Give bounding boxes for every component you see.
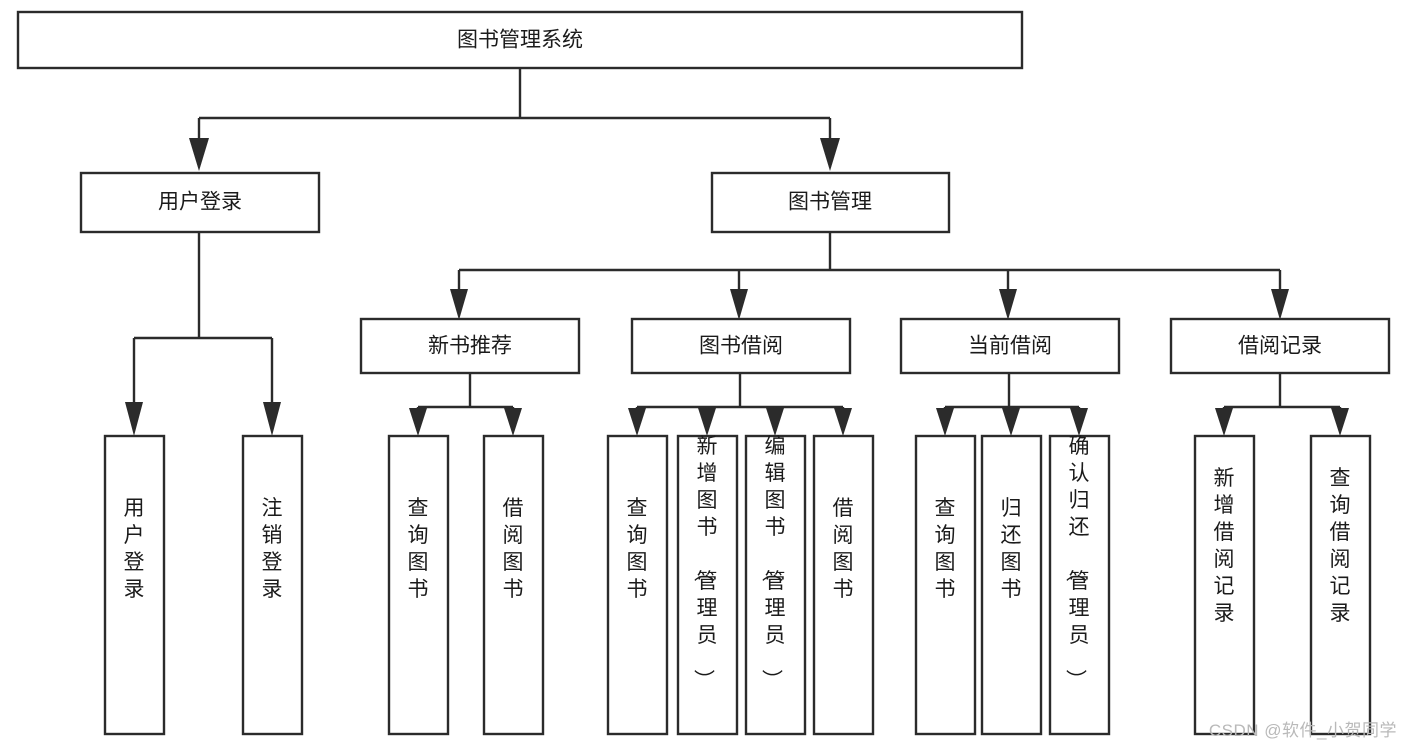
arrow-head-book-mgmt (820, 138, 840, 171)
leaf-node[interactable]: 编辑图书（管理员） (744, 434, 807, 736)
node-user-login-label: 用户登录 (158, 191, 242, 214)
arrow-head-ul-2 (263, 402, 281, 436)
node-root-label: 图书管理系统 (457, 29, 583, 52)
leaf-cb-query-book-label: 查询图书 (935, 497, 956, 601)
arrow-head-l3-3 (999, 289, 1017, 320)
arrow-head-bb-1 (628, 408, 646, 436)
leaf-cb-return-book-box[interactable] (980, 434, 1043, 736)
arrow-head-bb-4 (834, 408, 852, 436)
arrow-head-cb-1 (936, 408, 954, 436)
arrow-head-cb-2 (1002, 408, 1020, 436)
arrow-head-nb-2 (504, 408, 522, 436)
leaf-node[interactable]: 新增图书（管理员） (676, 434, 739, 736)
node-user-login[interactable]: 用户登录 (79, 171, 321, 234)
leaf-node[interactable]: 确认归还（管理员） (1048, 434, 1111, 736)
leaf-user-login-box[interactable] (103, 434, 166, 736)
leaf-node[interactable]: 注销登录 (241, 434, 304, 736)
connector-bookmgmt-to-level3 (450, 232, 1289, 320)
connector-bookborrow-to-leaves (628, 373, 852, 436)
leaf-bb-add-book-box[interactable] (676, 434, 739, 736)
leaf-node[interactable]: 查询图书 (914, 434, 977, 736)
leaf-node[interactable]: 查询图书 (387, 434, 450, 736)
node-current-borrow-box[interactable] (899, 317, 1121, 375)
leaf-br-query-record-label: 查询借阅记录 (1330, 467, 1351, 625)
leaf-nb-borrow-book-box[interactable] (482, 434, 545, 736)
node-current-borrow-label: 当前借阅 (968, 335, 1052, 358)
node-root[interactable]: 图书管理系统 (16, 10, 1024, 70)
leaf-bb-edit-book-box[interactable] (744, 434, 807, 736)
leaf-nb-query-book-label: 查询图书 (408, 497, 429, 601)
leaf-user-login-label: 用户登录 (124, 497, 145, 601)
connector-userlogin-to-leaves (125, 232, 281, 436)
arrow-head-cb-3 (1070, 408, 1088, 436)
leaf-cb-return-book-label: 归还图书 (1001, 497, 1022, 601)
node-new-book-recommend-label: 新书推荐 (428, 335, 512, 358)
node-user-login-box[interactable] (79, 171, 321, 234)
leaf-br-query-record-box[interactable] (1309, 434, 1372, 736)
node-book-borrow-label: 图书借阅 (699, 335, 783, 358)
leaf-bb-borrow-book-label: 借阅图书 (833, 497, 854, 601)
connector-newbook-to-leaves (409, 373, 522, 436)
node-book-borrow[interactable]: 图书借阅 (630, 317, 852, 375)
leaf-bb-query-book-label: 查询图书 (627, 497, 648, 601)
leaf-node[interactable]: 借阅图书 (812, 434, 875, 736)
arrow-head-l3-2 (730, 289, 748, 320)
leaf-br-add-record-label: 新增借阅记录 (1214, 467, 1235, 625)
leaf-node[interactable]: 查询借阅记录 (1309, 434, 1372, 736)
arrow-head-br-2 (1331, 408, 1349, 436)
arrow-head-user-login (189, 138, 209, 171)
node-book-management-label: 图书管理 (788, 191, 872, 214)
arrow-head-bb-2 (698, 408, 716, 436)
leaf-cb-confirm-return-box[interactable] (1048, 434, 1111, 736)
arrow-head-nb-1 (409, 408, 427, 436)
leaf-nb-borrow-book-label: 借阅图书 (503, 497, 524, 601)
arrow-head-br-1 (1215, 408, 1233, 436)
arrow-head-l3-4 (1271, 289, 1289, 320)
connector-borrowrecord-to-leaves (1215, 373, 1349, 436)
node-book-management[interactable]: 图书管理 (710, 171, 951, 234)
leaf-cb-query-book-box[interactable] (914, 434, 977, 736)
leaf-node[interactable]: 用户登录 (103, 434, 166, 736)
leaf-br-add-record-box[interactable] (1193, 434, 1256, 736)
leaf-nb-query-book-box[interactable] (387, 434, 450, 736)
arrow-head-l3-1 (450, 289, 468, 320)
node-root-box[interactable] (16, 10, 1024, 70)
arrow-head-ul-1 (125, 402, 143, 436)
node-book-management-box[interactable] (710, 171, 951, 234)
leaf-bb-edit-book-label: 编辑图书（管理员） (760, 435, 786, 690)
leaf-logout-box[interactable] (241, 434, 304, 736)
node-new-book-recommend[interactable]: 新书推荐 (359, 317, 581, 375)
leaf-node[interactable]: 查询图书 (606, 434, 669, 736)
connector-currentborrow-to-leaves (936, 373, 1088, 436)
leaf-node[interactable]: 归还图书 (980, 434, 1043, 736)
node-borrow-record-box[interactable] (1169, 317, 1391, 375)
leaf-node[interactable]: 借阅图书 (482, 434, 545, 736)
leaf-cb-confirm-return-label: 确认归还（管理员） (1064, 435, 1090, 690)
watermark-text: CSDN @软件_小贺同学 (1208, 721, 1397, 740)
leaf-logout-label: 注销登录 (262, 497, 283, 601)
leaf-bb-query-book-box[interactable] (606, 434, 669, 736)
leaf-bb-borrow-book-box[interactable] (812, 434, 875, 736)
node-new-book-recommend-box[interactable] (359, 317, 581, 375)
node-borrow-record[interactable]: 借阅记录 (1169, 317, 1391, 375)
arrow-head-bb-3 (766, 408, 784, 436)
node-borrow-record-label: 借阅记录 (1238, 335, 1322, 358)
node-current-borrow[interactable]: 当前借阅 (899, 317, 1121, 375)
connector-root-to-level2 (189, 68, 840, 171)
leaf-node[interactable]: 新增借阅记录 (1193, 434, 1256, 736)
leaf-bb-add-book-label: 新增图书（管理员） (692, 435, 718, 690)
node-book-borrow-box[interactable] (630, 317, 852, 375)
